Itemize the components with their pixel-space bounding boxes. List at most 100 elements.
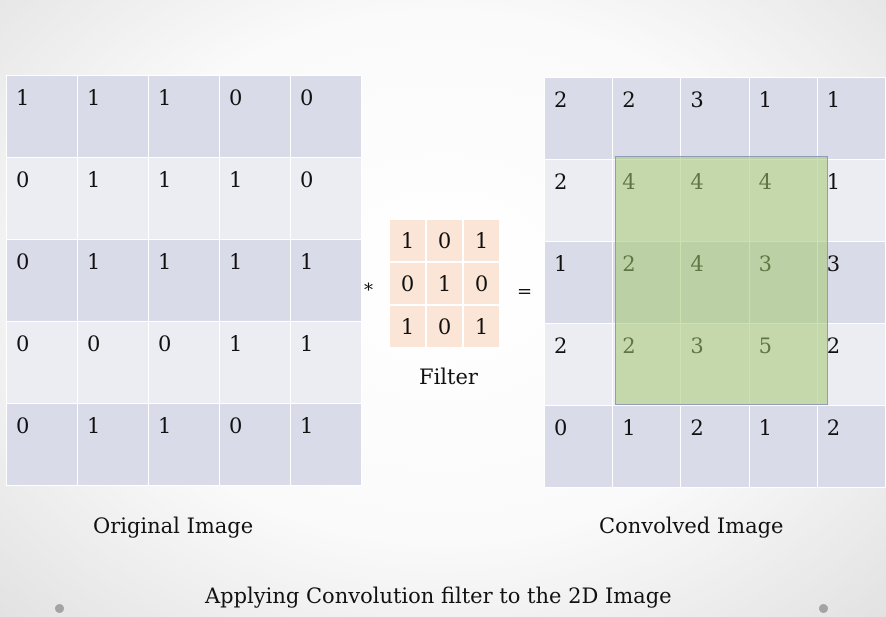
cell-value: 0 (16, 414, 30, 438)
grid-cell: 1 (219, 239, 291, 322)
grid-cell: 1 (816, 77, 886, 160)
cell-value: 1 (158, 414, 172, 438)
grid-cell: 1 (748, 77, 818, 160)
grid-cell: 0 (290, 75, 362, 158)
grid-cell: 1 (543, 241, 614, 324)
filter-cell: 1 (388, 218, 427, 263)
grid-cell: 1 (77, 75, 149, 158)
grid-cell: 1 (290, 321, 362, 404)
decorative-dot-icon (55, 604, 64, 613)
grid-cell: 0 (148, 321, 220, 404)
grid-cell: 1 (77, 403, 149, 486)
filter-cell: 0 (388, 261, 427, 306)
cell-value: 0 (400, 271, 415, 296)
cell-value: 1 (87, 250, 101, 274)
filter-cell: 1 (425, 261, 464, 306)
grid-cell: 1 (748, 405, 818, 488)
cell-value: 1 (758, 88, 772, 112)
cell-value: 0 (229, 86, 243, 110)
grid-cell: 1 (148, 75, 220, 158)
grid-row: 0 0 0 1 1 (6, 321, 362, 404)
cell-value: 1 (300, 414, 314, 438)
grid-cell: 2 (680, 405, 750, 488)
cell-value: 1 (300, 332, 314, 356)
multiply-operator: * (364, 280, 373, 301)
filter-cell: 0 (462, 261, 501, 306)
grid-row: 0 1 2 1 2 (543, 405, 886, 488)
cell-value: 2 (690, 416, 704, 440)
filter-grid: 1 0 1 0 1 0 1 0 1 (388, 218, 501, 349)
grid-cell: 1 (612, 405, 682, 488)
cell-value: 1 (758, 416, 772, 440)
grid-cell: 0 (77, 321, 149, 404)
cell-value: 1 (229, 332, 243, 356)
grid-cell: 2 (816, 323, 886, 406)
grid-cell: 2 (543, 323, 614, 406)
convolved-image-label: Convolved Image (599, 514, 784, 538)
cell-value: 0 (16, 168, 30, 192)
grid-row: 1 1 1 0 0 (6, 75, 362, 158)
filter-row: 0 1 0 (388, 261, 501, 306)
cell-value: 0 (16, 332, 30, 356)
grid-cell: 2 (816, 405, 886, 488)
cell-value: 1 (87, 86, 101, 110)
cell-value: 1 (826, 88, 841, 112)
filter-cell: 0 (425, 218, 464, 263)
cell-value: 1 (826, 170, 841, 194)
grid-cell: 2 (612, 77, 682, 160)
cell-value: 1 (554, 252, 568, 276)
cell-value: 1 (622, 416, 636, 440)
slide-title: Applying Convolution filter to the 2D Im… (205, 584, 672, 608)
equals-operator: = (517, 281, 533, 302)
cell-value: 1 (400, 228, 415, 253)
cell-value: 1 (474, 228, 489, 253)
filter-label: Filter (419, 365, 478, 389)
grid-cell: 1 (148, 157, 220, 240)
cell-value: 1 (87, 414, 101, 438)
grid-cell: 1 (219, 157, 291, 240)
grid-cell: 1 (290, 403, 362, 486)
grid-cell: 1 (148, 239, 220, 322)
cell-value: 0 (16, 250, 30, 274)
grid-row: 0 1 1 1 0 (6, 157, 362, 240)
decorative-dot-icon (819, 604, 828, 613)
cell-value: 0 (158, 332, 172, 356)
cell-value: 2 (826, 334, 841, 358)
filter-cell: 1 (462, 218, 501, 263)
cell-value: 2 (554, 334, 568, 358)
cell-value: 2 (554, 170, 568, 194)
grid-cell: 3 (680, 77, 750, 160)
cell-value: 1 (158, 250, 172, 274)
cell-value: 2 (554, 88, 568, 112)
grid-cell: 0 (6, 403, 78, 486)
grid-cell: 3 (816, 241, 886, 324)
grid-cell: 1 (77, 239, 149, 322)
filter-row: 1 0 1 (388, 218, 501, 263)
filter-cell: 0 (425, 304, 464, 349)
grid-cell: 1 (816, 159, 886, 242)
grid-cell: 0 (6, 157, 78, 240)
grid-cell: 1 (290, 239, 362, 322)
filter-row: 1 0 1 (388, 304, 501, 349)
grid-cell: 1 (6, 75, 78, 158)
cell-value: 0 (87, 332, 101, 356)
filter-cell: 1 (462, 304, 501, 349)
cell-value: 1 (158, 168, 172, 192)
cell-value: 0 (437, 228, 452, 253)
grid-cell: 1 (77, 157, 149, 240)
grid-row: 0 1 1 1 1 (6, 239, 362, 322)
cell-value: 2 (826, 416, 841, 440)
cell-value: 1 (474, 314, 489, 339)
cell-value: 1 (437, 271, 452, 296)
grid-cell: 1 (219, 321, 291, 404)
cell-value: 3 (690, 88, 704, 112)
grid-cell: 0 (6, 321, 78, 404)
cell-value: 0 (300, 168, 314, 192)
cell-value: 1 (87, 168, 101, 192)
grid-cell: 0 (290, 157, 362, 240)
grid-row: 2 2 3 1 1 (543, 77, 886, 160)
original-image-label: Original Image (93, 514, 254, 538)
filter-cell: 1 (388, 304, 427, 349)
original-image-grid: 1 1 1 0 0 0 1 1 1 0 0 1 1 1 1 0 0 0 1 1 (6, 75, 362, 486)
grid-cell: 0 (543, 405, 614, 488)
